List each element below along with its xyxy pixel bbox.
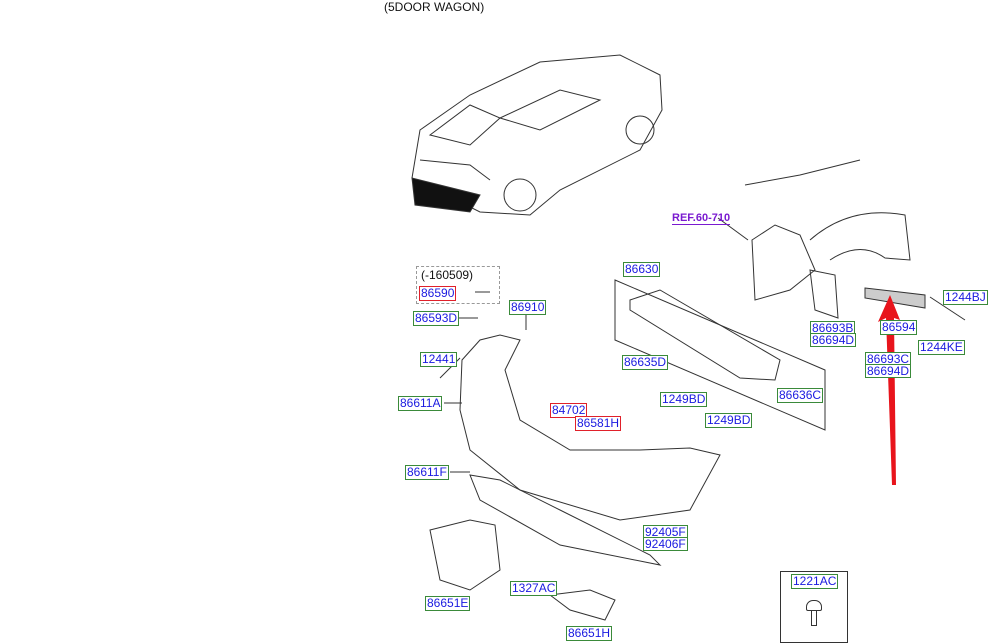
part-label-86694D-a[interactable]: 86694D — [810, 333, 857, 347]
part-label-1244BJ[interactable]: 1244BJ — [943, 290, 988, 305]
part-label-86590[interactable]: 86590 — [419, 286, 457, 301]
part-label-86611F[interactable]: 86611F — [405, 465, 449, 480]
lower-panel — [469, 474, 662, 566]
bracket-right — [548, 589, 616, 621]
part-label-92406F[interactable]: 92406F — [643, 537, 688, 551]
part-label-86581H[interactable]: 86581H — [575, 416, 622, 431]
car-illustration — [411, 54, 663, 216]
part-label-1327AC[interactable]: 1327AC — [510, 581, 558, 596]
part-label-86630[interactable]: 86630 — [623, 262, 661, 277]
fender-outline — [744, 159, 911, 301]
date-note: (-160509) — [421, 268, 474, 282]
part-label-84702[interactable]: 84702 — [550, 403, 588, 418]
part-label-86651H[interactable]: 86651H — [566, 626, 613, 641]
part-label-1249BD-a[interactable]: 1249BD — [660, 392, 708, 407]
part-label-1221AC[interactable]: 1221AC — [791, 574, 839, 589]
part-label-1244KE[interactable]: 1244KE — [918, 340, 965, 355]
bracket-left — [429, 519, 501, 591]
part-label-92405F[interactable]: 92405F — [643, 525, 688, 539]
bumper-beam — [629, 289, 781, 381]
part-label-86651E[interactable]: 86651E — [425, 596, 471, 611]
part-label-1249BD-b[interactable]: 1249BD — [705, 413, 753, 428]
reflector — [864, 287, 926, 309]
part-label-86636C[interactable]: 86636C — [777, 388, 824, 403]
side-bracket — [809, 269, 839, 319]
part-label-86594[interactable]: 86594 — [880, 320, 918, 335]
part-label-86635D[interactable]: 86635D — [622, 355, 669, 370]
part-label-86910[interactable]: 86910 — [509, 300, 547, 315]
diagram-title: (5DOOR WAGON) — [384, 0, 485, 14]
red-arrow — [878, 295, 900, 485]
part-label-86611A[interactable]: 86611A — [398, 396, 443, 411]
part-label-12441[interactable]: 12441 — [420, 352, 458, 367]
part-label-86694D-b[interactable]: 86694D — [865, 364, 912, 378]
beam-box-frame — [614, 279, 826, 431]
bumper-cover — [459, 334, 721, 521]
date-note-box — [416, 266, 500, 304]
ref-label[interactable]: REF.60-710 — [672, 212, 731, 225]
part-label-86593D[interactable]: 86593D — [413, 311, 460, 326]
screw-shaft — [811, 610, 817, 626]
